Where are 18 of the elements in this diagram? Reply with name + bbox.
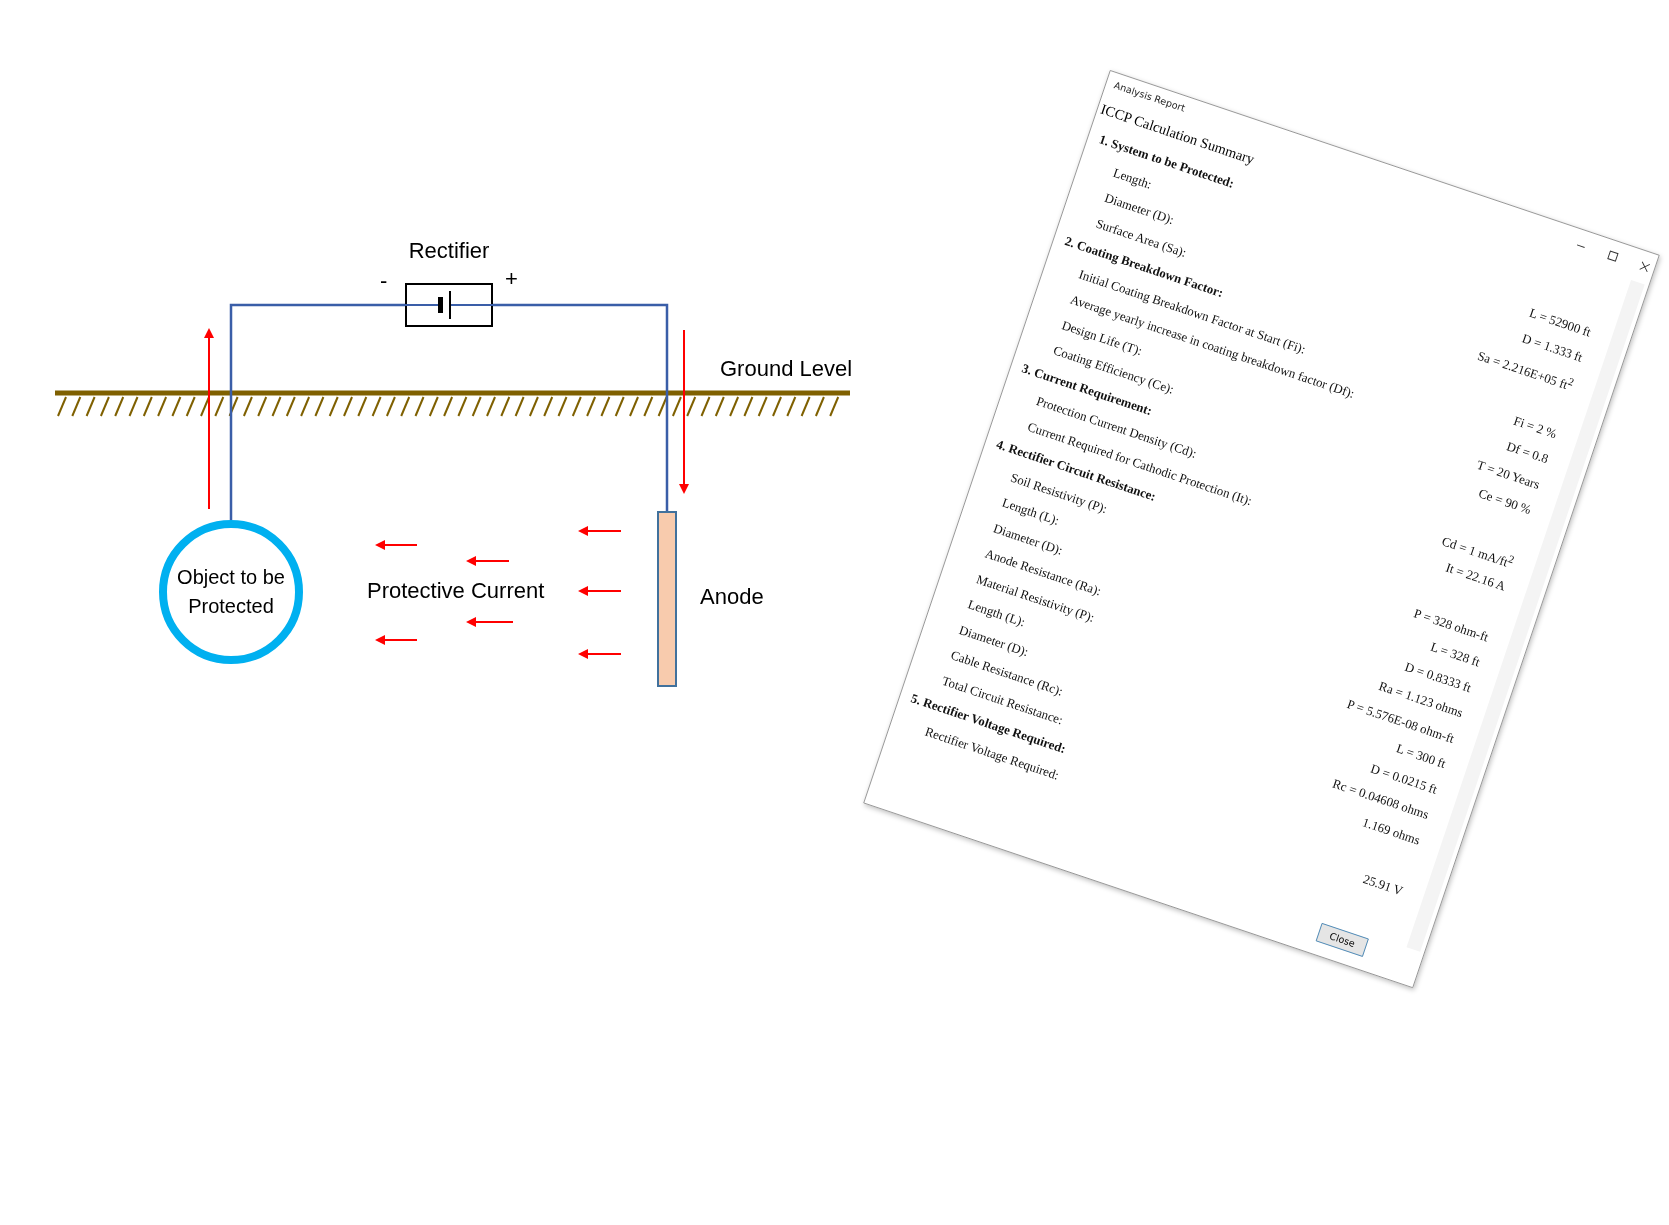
- field-label: Length:: [1111, 165, 1154, 192]
- terminal-sign: -: [380, 268, 388, 294]
- field-value: Fi = 2 %: [1511, 413, 1559, 441]
- text-label: Ground Level: [720, 356, 853, 382]
- field-value: L = 300 ft: [1394, 741, 1448, 772]
- component-label: Rectifier: [408, 238, 490, 264]
- terminal-sign: +: [505, 266, 518, 292]
- anode-bar: [657, 511, 677, 687]
- text-label: Protective Current: [367, 578, 545, 604]
- field-value: Ce = 90 %: [1476, 486, 1533, 518]
- wire: [493, 303, 669, 511]
- wire: [229, 303, 405, 520]
- field-value: 25.91 V: [1361, 871, 1405, 899]
- text-label: Anode: [700, 584, 764, 610]
- field-value: Df = 0.8: [1504, 439, 1551, 467]
- object-circle: Object to be Protected: [159, 520, 303, 664]
- close-button: Close: [1315, 922, 1369, 957]
- field-value: L = 328 ft: [1428, 639, 1482, 670]
